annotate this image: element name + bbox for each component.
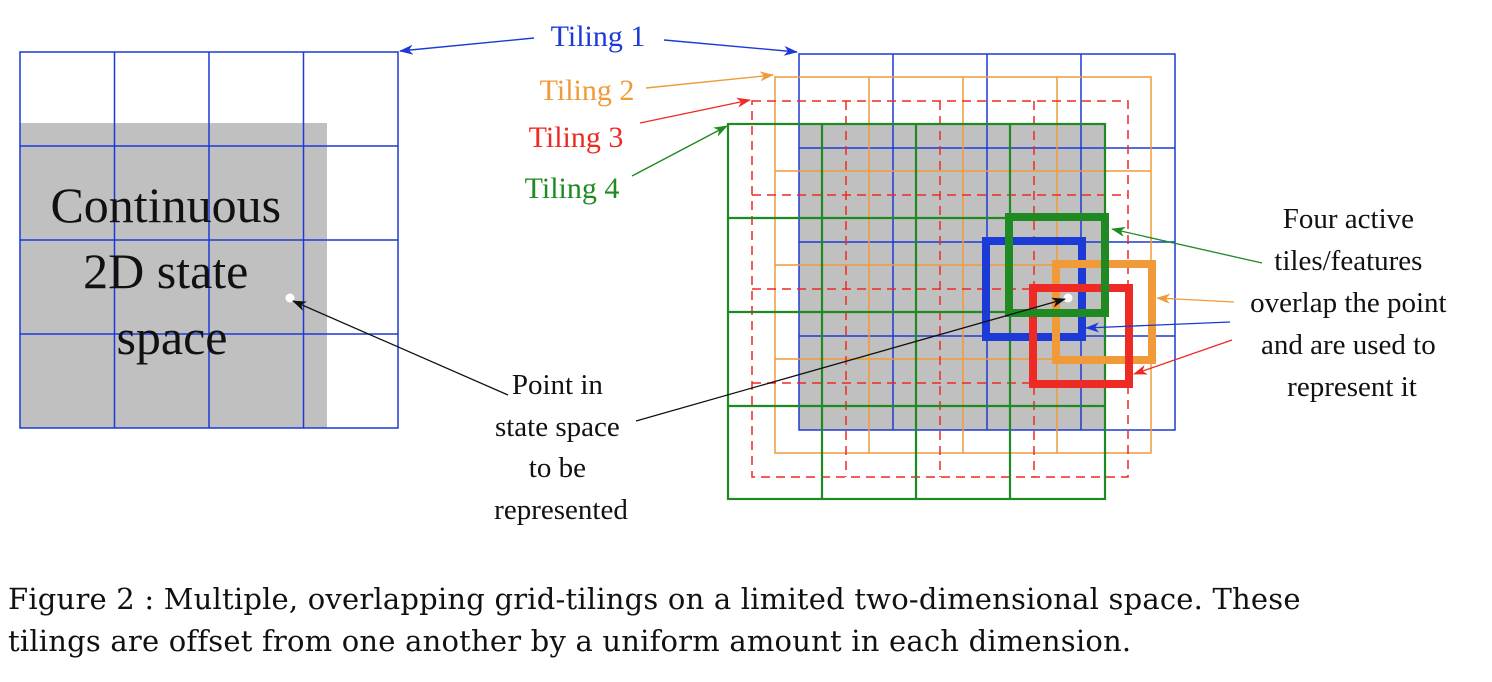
tile-coding-diagram: Continuous 2D state space — [19, 20, 1454, 526]
state-space-label-line: 2D state — [83, 243, 248, 299]
tiling3-label: Tiling 3 — [529, 121, 624, 154]
point-arrow-left — [292, 300, 509, 396]
active-tiles-label-line: and are used to — [1261, 329, 1436, 361]
tiling3-arrow — [639, 97, 751, 124]
active-tiles-label: Four active tiles/features overlap the p… — [1250, 203, 1454, 403]
tiling4-label: Tiling 4 — [525, 172, 620, 205]
state-space-label-line: Continuous — [50, 177, 281, 233]
tiling4-arrow — [631, 125, 728, 177]
right-panel — [726, 53, 1176, 501]
active-tile-tiling3 — [1029, 284, 1133, 388]
active-tiles-label-line: tiles/features — [1274, 245, 1422, 277]
caption-line-2: tilings are offset from one another by a… — [8, 624, 1132, 658]
state-space-label-line: space — [116, 309, 227, 365]
left-panel: Continuous 2D state space — [19, 51, 399, 429]
point-label-line: state space — [495, 411, 620, 443]
point-label: Point in state space to be represented — [494, 369, 628, 526]
left-state-point — [285, 293, 295, 303]
tiling1-label: Tiling 1 — [551, 20, 646, 53]
caption-line-1: Figure 2 : Multiple, overlapping grid-ti… — [8, 582, 1301, 616]
active-tiles-label-line: overlap the point — [1250, 287, 1447, 319]
point-label-line: represented — [494, 494, 628, 526]
active-tiles-label-line: represent it — [1287, 371, 1417, 403]
active-tiles-label-line: Four active — [1283, 203, 1414, 235]
tiling1-arrow-left — [399, 37, 535, 55]
tiling1-grid — [798, 53, 1176, 431]
tiling2-label: Tiling 2 — [540, 74, 635, 107]
left-tiling-grid — [19, 51, 399, 429]
active-arrow-green — [1111, 226, 1263, 264]
point-label-line: to be — [529, 452, 586, 484]
state-space-label: Continuous 2D state space — [50, 177, 293, 365]
left-state-space — [20, 123, 327, 428]
active-tile-tiling4 — [1005, 213, 1109, 317]
active-arrow-blue — [1085, 321, 1231, 333]
tiling2-arrow — [645, 71, 774, 89]
active-arrow-orange — [1156, 293, 1235, 304]
right-state-point — [1063, 293, 1073, 303]
point-label-line: Point in — [512, 369, 604, 401]
point-arrow-right — [635, 297, 1066, 422]
figure-caption: Figure 2 : Multiple, overlapping grid-ti… — [8, 578, 1484, 662]
tiling1-arrow-right — [663, 39, 798, 56]
active-arrow-red — [1133, 339, 1233, 375]
